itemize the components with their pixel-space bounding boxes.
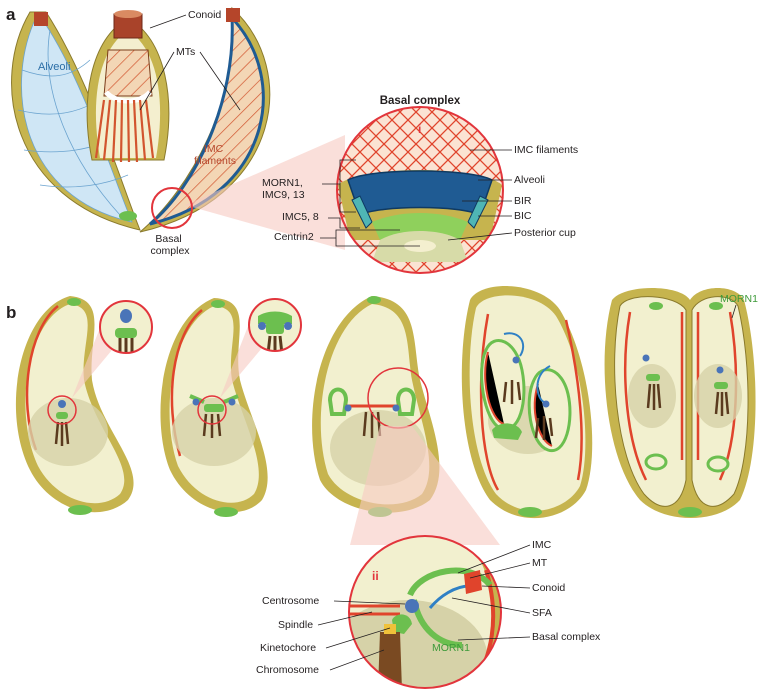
morn1-imc9-line2: IMC9, 13	[262, 189, 305, 201]
label-bir: BIR	[514, 195, 532, 207]
roman-i: i	[418, 122, 421, 136]
basal-complex-line1: Basal	[155, 233, 181, 245]
roman-ii: ii	[372, 569, 379, 583]
panel-a-letter: a	[6, 5, 16, 24]
label-imc: IMC	[532, 539, 552, 551]
alveoli-label: Alveoli	[38, 61, 70, 73]
inset-ii	[328, 530, 510, 694]
label-alveoli-right: Alveoli	[514, 174, 545, 186]
label-imc-filaments-right: IMC filaments	[514, 144, 578, 156]
mts-label: MTs	[176, 46, 195, 58]
basal-complex-inset-title: Basal complex	[380, 95, 461, 107]
imc-filaments-line1: IMC	[204, 143, 224, 155]
label-posterior-cup: Posterior cup	[514, 227, 576, 239]
conoid-leader	[150, 15, 186, 28]
morn1-imc9-line1: MORN1,	[262, 177, 303, 189]
label-centrosome: Centrosome	[262, 595, 319, 607]
cell-cutaway-view	[87, 10, 169, 162]
label-conoid: Conoid	[532, 582, 565, 594]
conoid-label: Conoid	[188, 9, 221, 21]
stage-5-cell	[605, 288, 756, 518]
label-kinetochore: Kinetochore	[260, 642, 316, 654]
label-spindle: Spindle	[278, 619, 313, 631]
imc-filaments-line2: filaments	[194, 155, 236, 167]
morn1-label-top: MORN1	[720, 293, 758, 305]
panel-b-letter: b	[6, 303, 16, 322]
label-morn1-imc9: MORN1, IMC9, 13	[262, 177, 306, 201]
morn1-label-inset: MORN1	[432, 642, 470, 654]
label-chromosome: Chromosome	[256, 664, 319, 676]
label-mt: MT	[532, 557, 548, 569]
label-sfa: SFA	[532, 607, 552, 619]
label-centrin2: Centrin2	[274, 231, 314, 243]
basal-complex-label-a: Basal complex	[150, 233, 190, 257]
basal-complex-line2: complex	[150, 245, 190, 257]
label-imc5-8: IMC5, 8	[282, 211, 319, 223]
stage-4-cell	[462, 286, 592, 518]
label-bic: BIC	[514, 210, 532, 222]
label-basal-complex-b: Basal complex	[532, 631, 601, 643]
